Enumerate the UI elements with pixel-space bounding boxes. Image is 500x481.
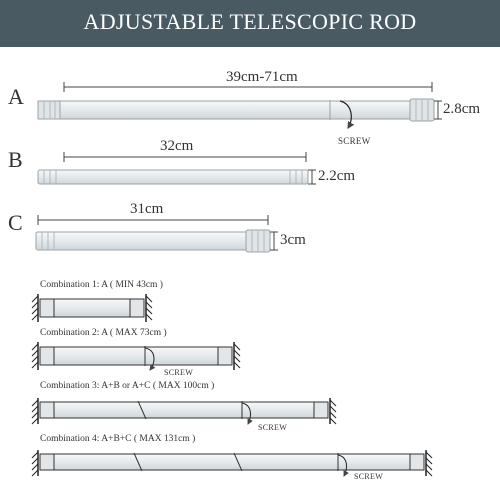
rod-a-length-label: 39cm-71cm bbox=[226, 69, 298, 85]
combination-4-screw-label: SCREW bbox=[354, 472, 384, 481]
title-banner bbox=[0, 0, 500, 47]
screw-arrow-icon bbox=[241, 402, 253, 425]
rod-c-body bbox=[35, 231, 271, 251]
rod-a-body bbox=[37, 100, 435, 120]
screw-arrow-icon bbox=[337, 454, 349, 477]
rod-b-diameter-label: 2.2cm bbox=[318, 168, 356, 184]
screw-arrow-icon bbox=[339, 100, 355, 130]
rod-c-diameter-label: 3cm bbox=[280, 232, 306, 248]
combination-2-label: Combination 2: A ( MAX 73cm ) bbox=[40, 328, 167, 338]
combination-4-diagram bbox=[31, 450, 433, 477]
rod-a-screw-label: SCREW bbox=[338, 136, 371, 146]
rod-a-letter: A bbox=[8, 84, 24, 109]
combination-2-screw-label: SCREW bbox=[164, 368, 194, 377]
rod-c-length-label: 31cm bbox=[130, 201, 164, 217]
wall-hatch-icon bbox=[31, 295, 39, 321]
rod-b-letter: B bbox=[8, 147, 23, 172]
combination-1-label: Combination 1: A ( MIN 43cm ) bbox=[40, 280, 163, 290]
combination-4-label: Combination 4: A+B+C ( MAX 131cm ) bbox=[40, 434, 196, 444]
rod-b bbox=[37, 152, 316, 185]
rod-a-cap-left bbox=[37, 100, 61, 120]
combination-3-screw-label: SCREW bbox=[258, 423, 288, 432]
combination-3-label: Combination 3: A+B or A+C ( MAX 100cm ) bbox=[40, 381, 215, 391]
rod-a-diameter-label: 2.8cm bbox=[443, 101, 481, 117]
rod-c bbox=[35, 215, 278, 253]
rod-b-length-label: 32cm bbox=[160, 138, 194, 154]
combination-1-diagram bbox=[31, 294, 153, 322]
rod-c-letter: C bbox=[8, 210, 23, 235]
page-title: ADJUSTABLE TELESCOPIC ROD bbox=[83, 9, 417, 34]
combination-2-diagram bbox=[31, 342, 241, 371]
combination-3-diagram bbox=[31, 398, 337, 425]
screw-arrow-icon bbox=[144, 347, 156, 371]
rod-b-body bbox=[37, 169, 309, 185]
rod-a bbox=[37, 82, 442, 130]
